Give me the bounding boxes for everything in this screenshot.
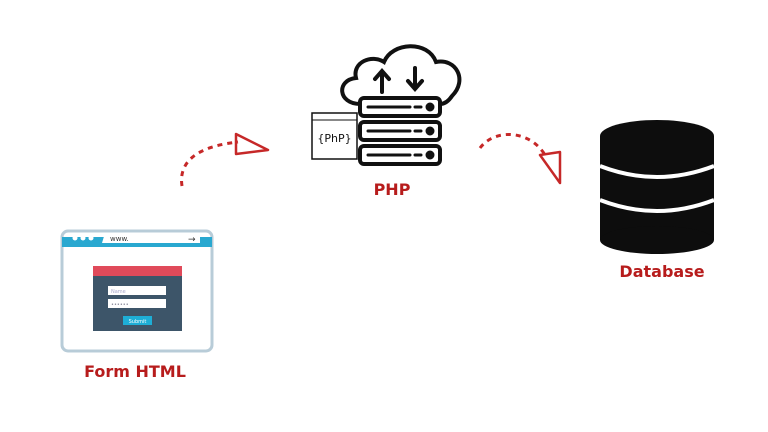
php-badge: {PhP} <box>317 132 351 145</box>
database-label: Database <box>619 262 705 281</box>
php-label: PHP <box>373 180 411 199</box>
php-code-window-icon: {PhP} <box>311 112 358 160</box>
password-field <box>108 299 166 308</box>
url-text: www. <box>110 235 129 243</box>
password-mask: •••••• <box>111 302 129 308</box>
browser-window-icon: www. → Name •••••• Submit <box>60 229 214 353</box>
cloud-server-icon <box>340 44 462 166</box>
name-field <box>108 286 166 295</box>
database-icon <box>599 120 715 254</box>
form-header <box>93 266 182 276</box>
submit-label: Submit <box>129 319 147 325</box>
arrow-php-to-database <box>478 133 562 185</box>
arrow-form-to-php <box>180 132 270 187</box>
form-html-label: Form HTML <box>84 362 186 381</box>
submit-button <box>123 316 152 325</box>
svg-text:→: → <box>188 235 196 245</box>
name-placeholder: Name <box>111 289 126 295</box>
